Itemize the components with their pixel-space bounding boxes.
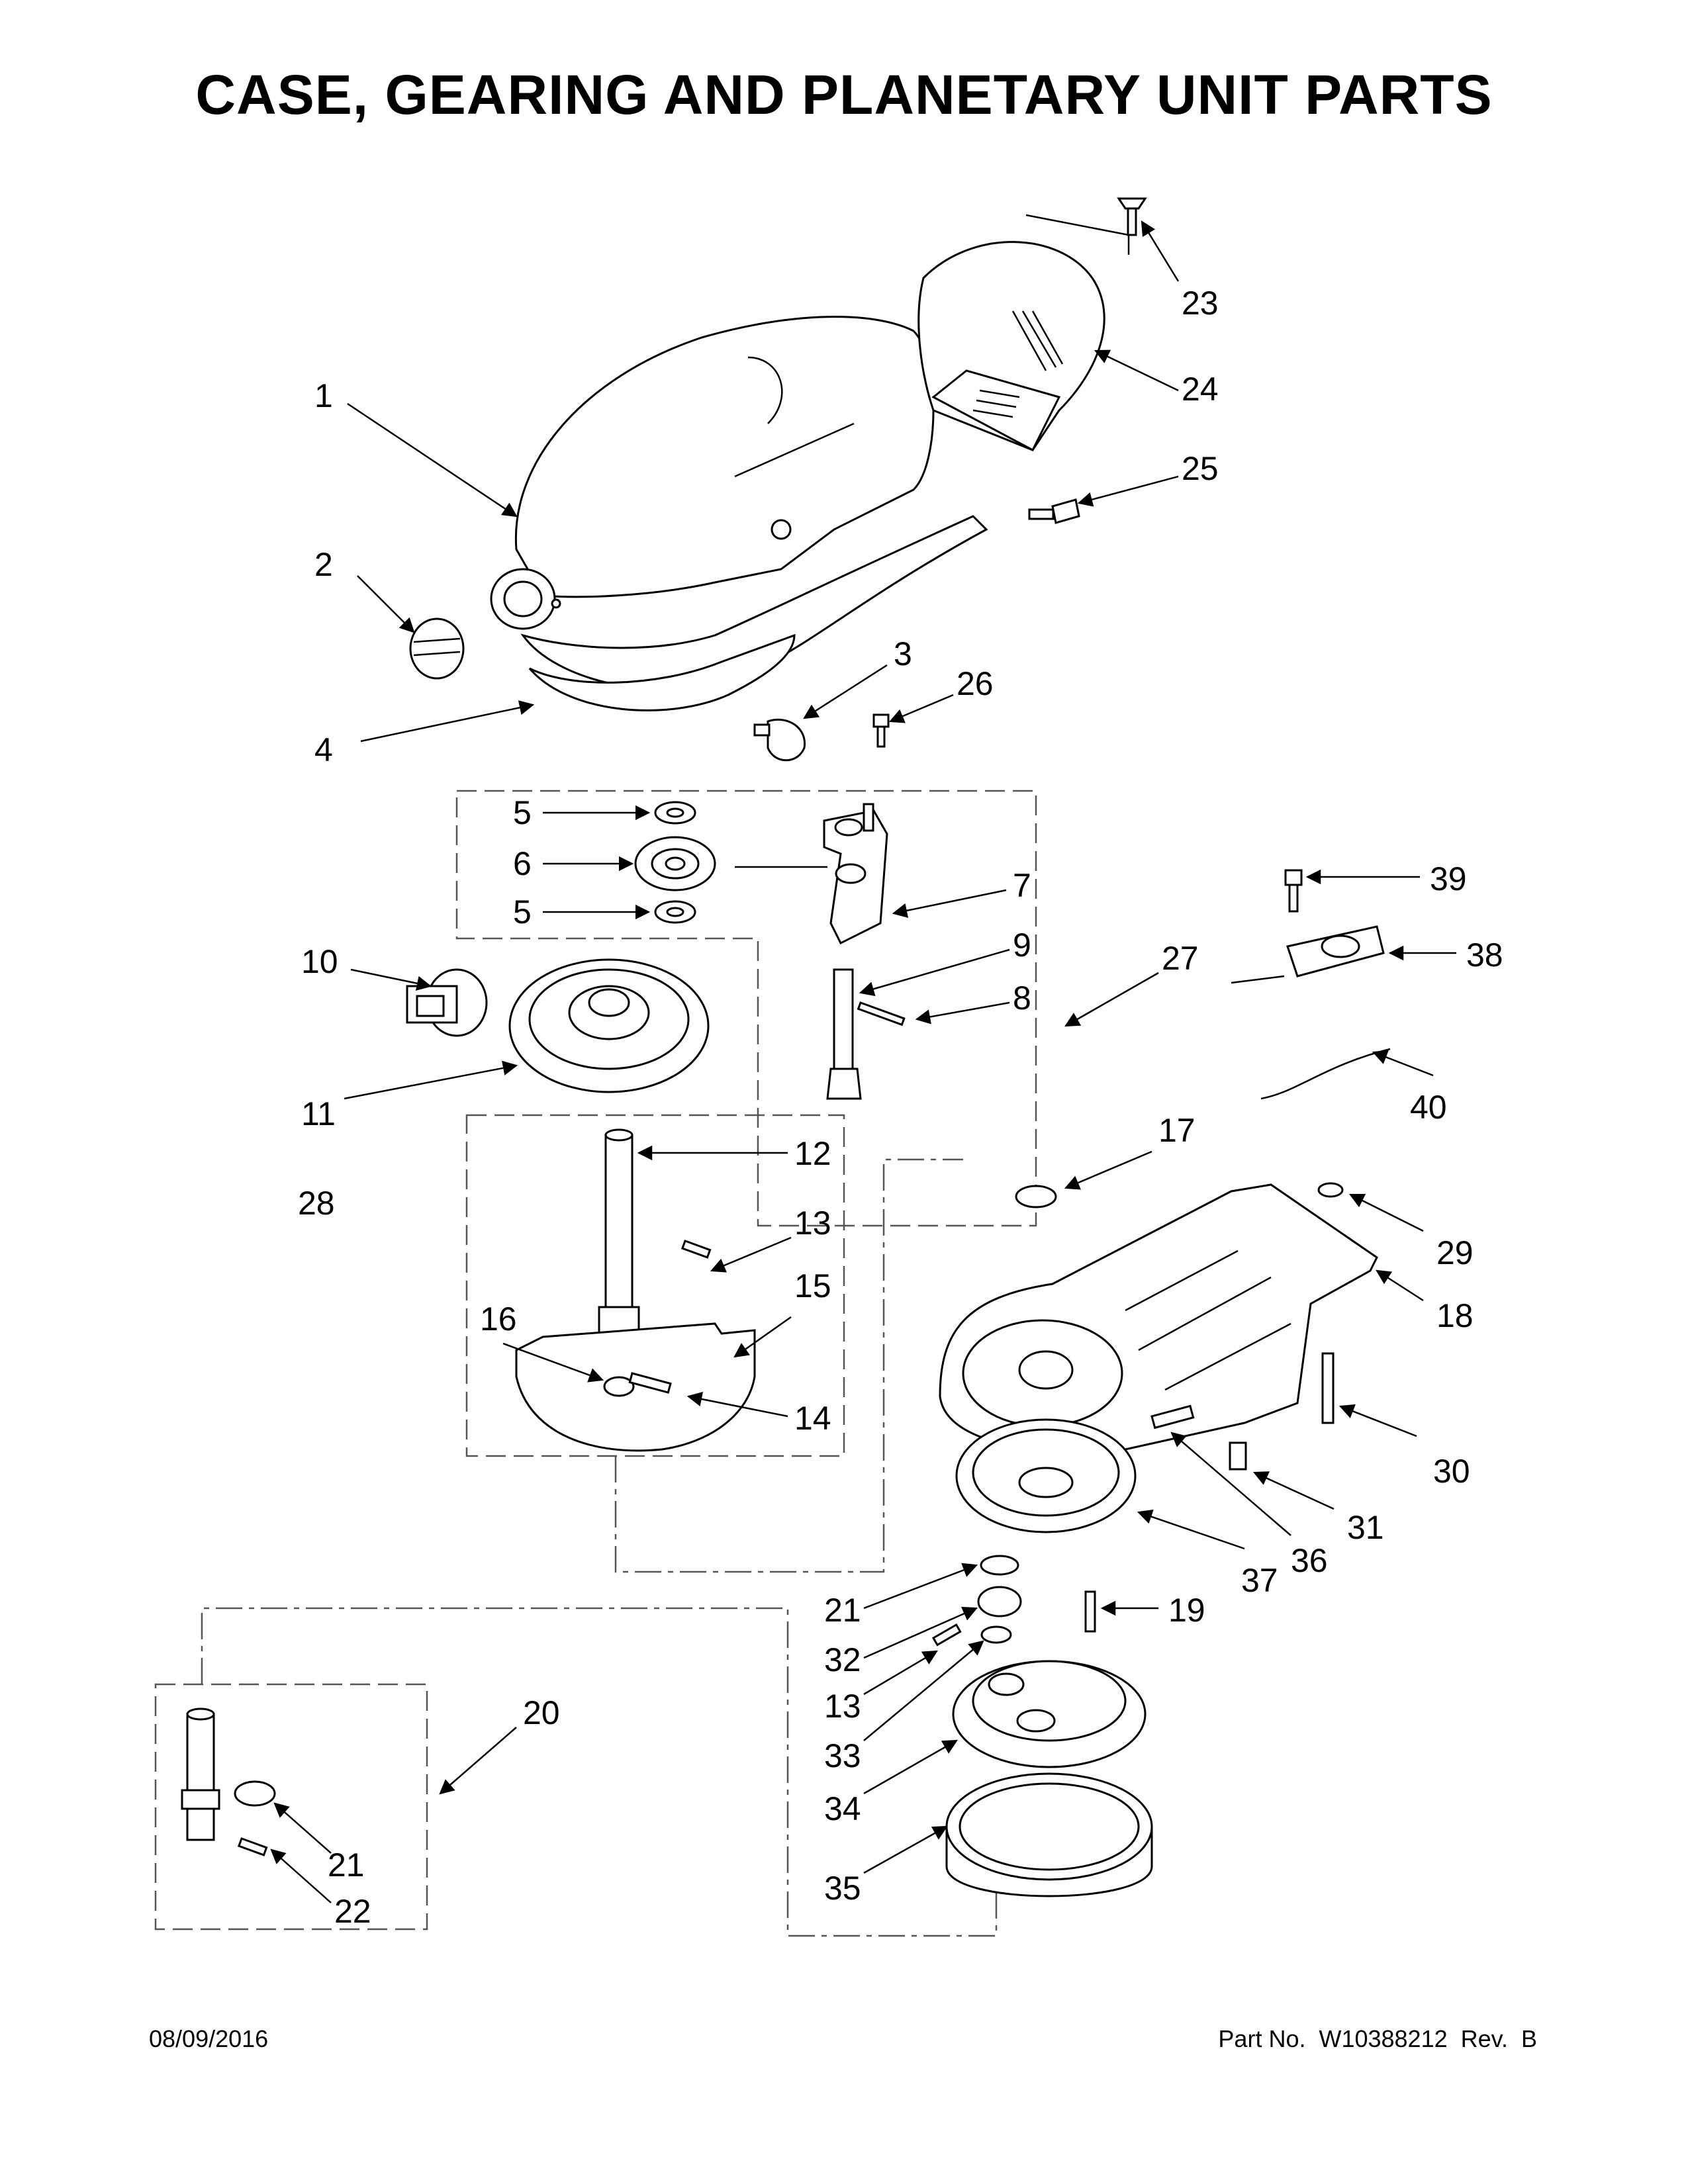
callout-36: 36 — [1291, 1542, 1328, 1579]
callout-18: 18 — [1436, 1297, 1474, 1334]
footer-part-number: Part No. W10388212 Rev. B — [1218, 2025, 1537, 2052]
callout-25: 25 — [1182, 450, 1219, 487]
callout-40: 40 — [1410, 1089, 1447, 1126]
callout-21b: 21 — [328, 1846, 365, 1884]
setscrew-part-31 — [1229, 1441, 1247, 1471]
callout-35: 35 — [824, 1870, 861, 1907]
assembly-outlines — [154, 214, 1130, 1937]
case-band-part-4 — [520, 515, 988, 711]
page-title: CASE, GEARING AND PLANETARY UNIT PARTS — [195, 64, 1493, 126]
callout-17: 17 — [1158, 1112, 1196, 1149]
callout-30: 30 — [1433, 1453, 1470, 1490]
callout-19: 19 — [1168, 1592, 1205, 1629]
gear-housing-part-18 — [939, 1183, 1378, 1453]
washer-part-29 — [1317, 1182, 1344, 1198]
callout-9: 9 — [1013, 927, 1031, 964]
trim-ring-part-35 — [945, 1772, 1153, 1897]
callout-2: 2 — [314, 546, 333, 583]
callout-28: 28 — [298, 1185, 335, 1222]
washer-part-33 — [980, 1625, 1012, 1644]
wire-part-40 — [1260, 1048, 1391, 1100]
callout-10: 10 — [301, 943, 338, 980]
callout-23: 23 — [1182, 285, 1219, 322]
callout-6: 6 — [513, 845, 532, 882]
callout-16: 16 — [480, 1300, 517, 1338]
screw-part-19 — [1084, 1590, 1096, 1633]
shaft-part-9 — [826, 968, 862, 1100]
callout-33: 33 — [824, 1737, 861, 1774]
footer-date: 08/09/2016 — [149, 2025, 269, 2052]
callout-31: 31 — [1347, 1509, 1384, 1546]
switch-part-38 — [1231, 925, 1385, 984]
callout-39: 39 — [1430, 860, 1467, 897]
callout-11: 11 — [301, 1095, 336, 1132]
washers-and-gear-part-5-6 — [634, 801, 716, 924]
callout-7: 7 — [1013, 867, 1031, 904]
rear-cover-part-24 — [917, 241, 1105, 452]
head-case-part-1 — [490, 316, 935, 630]
planetary-shaft-assembly — [515, 1128, 756, 1452]
callout-22: 22 — [334, 1893, 371, 1930]
callout-13a: 13 — [794, 1205, 831, 1242]
large-gear-part-11 — [508, 958, 710, 1093]
callout-38: 38 — [1466, 936, 1503, 974]
callout-34: 34 — [824, 1790, 861, 1827]
pin-part-8 — [857, 1001, 906, 1026]
thumb-screw-part-3 — [753, 718, 806, 762]
coupling-part-10 — [406, 968, 488, 1037]
callout-21a: 21 — [824, 1592, 861, 1629]
callout-5a: 5 — [513, 794, 532, 831]
callout-8: 8 — [1013, 979, 1031, 1017]
callout-13b: 13 — [824, 1688, 861, 1725]
callout-numbers: 1 2 3 4 5 6 5 7 8 9 10 11 12 13 14 15 16… — [298, 285, 1503, 1930]
washer-part-17 — [1015, 1185, 1057, 1208]
beater-shaft-part-20 — [181, 1707, 220, 1841]
screw-part-30 — [1321, 1352, 1335, 1424]
callout-37: 37 — [1241, 1562, 1278, 1599]
callout-15: 15 — [794, 1267, 831, 1304]
retaining-ring-part-21 — [980, 1555, 1019, 1576]
callout-32: 32 — [824, 1641, 861, 1678]
screw-part-36 — [1150, 1404, 1195, 1430]
leader-lines — [270, 220, 1456, 1903]
bracket-part-7 — [823, 803, 888, 945]
callout-20: 20 — [523, 1694, 560, 1731]
ring-gear-part-37 — [955, 1418, 1137, 1533]
callout-12: 12 — [794, 1135, 831, 1172]
planetary-carrier-part-34 — [952, 1660, 1147, 1768]
pin-part-22 — [237, 1837, 268, 1856]
callout-14: 14 — [794, 1400, 831, 1437]
callout-1: 1 — [314, 377, 333, 414]
callout-29: 29 — [1436, 1234, 1474, 1271]
retaining-ring-part-21-left — [234, 1780, 276, 1807]
callout-27: 27 — [1162, 940, 1199, 977]
screws — [872, 197, 1303, 913]
callout-24: 24 — [1182, 371, 1219, 408]
callout-26: 26 — [957, 665, 994, 702]
callout-3: 3 — [894, 635, 912, 672]
pinion-part-32 — [977, 1586, 1022, 1617]
callout-5b: 5 — [513, 893, 532, 931]
pin-part-13-lower — [931, 1623, 962, 1647]
hinge-cap-part-2 — [409, 617, 465, 680]
callout-4: 4 — [314, 731, 333, 768]
